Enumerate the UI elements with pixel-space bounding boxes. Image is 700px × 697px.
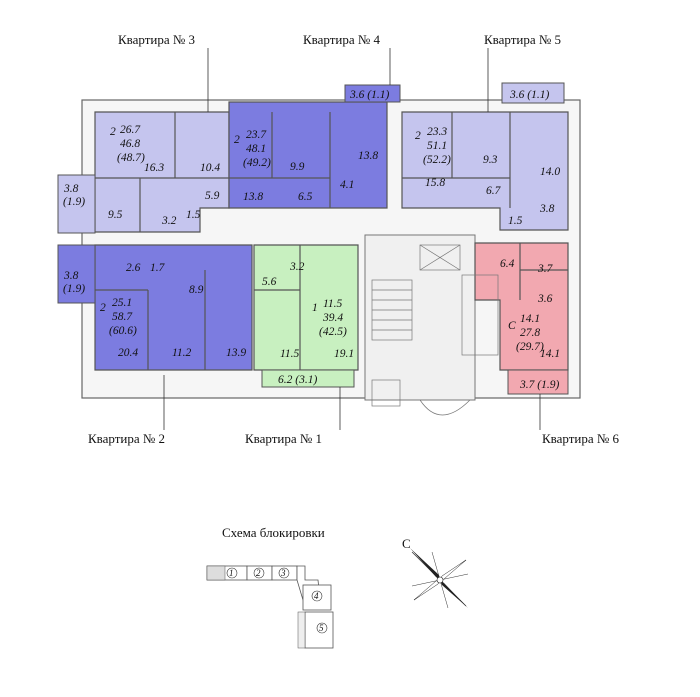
apt3-space-6: 1.5 [186, 209, 201, 221]
apt6-area-full: (29.7) [516, 341, 544, 353]
balcony-apt2 [57, 244, 96, 304]
apt2-space-6: 13.9 [226, 347, 246, 359]
apt5-title: Квартира № 5 [484, 32, 561, 47]
apt1-balcony: 6.2 (3.1) [278, 374, 317, 386]
apt1-space-1: 5.6 [262, 276, 277, 288]
apartment-4[interactable] [228, 101, 388, 209]
apt2-rooms: 2 [100, 302, 106, 314]
interior-walls [95, 112, 568, 370]
svg-text:5: 5 [319, 623, 324, 633]
svg-text:1: 1 [229, 568, 234, 578]
balcony-apt5 [501, 82, 565, 104]
apt1-space-4: 19.1 [334, 348, 354, 360]
apt5-rooms: 2 [415, 130, 421, 142]
apt1-space-2: 3.2 [289, 261, 305, 273]
apt4-space-1: 9.9 [290, 161, 305, 173]
apt5-space-3: 15.8 [425, 177, 445, 189]
apt1-rooms: 1 [312, 302, 318, 314]
balcony-apt6 [507, 369, 569, 395]
apt5-space-1: 9.3 [483, 154, 498, 166]
apartment-5[interactable] [401, 111, 569, 231]
apt6-area-total: 27.8 [520, 327, 540, 339]
apt2-title: Квартира № 2 [88, 431, 165, 446]
apt4-space-2: 13.8 [358, 150, 378, 162]
apt4-area-living: 23.7 [246, 129, 267, 141]
apt2-space-4: 20.4 [118, 347, 138, 359]
apt1-area-total: 39.4 [322, 312, 343, 324]
apt1-area-full: (42.5) [319, 326, 347, 338]
apt6-space-4: 14.1 [540, 348, 560, 360]
apt1-title: Квартира № 1 [245, 431, 322, 446]
apt1-area-living: 11.5 [323, 298, 343, 310]
apt2-space-1: 2.6 [126, 262, 141, 274]
apt4-rooms: 2 [234, 134, 240, 146]
block-scheme [206, 565, 334, 649]
apt5-space-2: 14.0 [540, 166, 560, 178]
apt5-space-6: 3.8 [539, 203, 555, 215]
apt1-space-3: 11.5 [280, 348, 300, 360]
apt6-space-3: 3.6 [537, 293, 553, 305]
compass-north-label: С [402, 536, 411, 551]
apt2-area-total: 58.7 [112, 311, 133, 323]
apt5-space-5: 1.5 [508, 215, 523, 227]
apt4-area-total: 48.1 [246, 143, 266, 155]
apt6-rooms: С [508, 320, 516, 332]
apt3-rooms: 2 [110, 126, 116, 138]
apt4-space-4: 6.5 [298, 191, 313, 203]
apt4-space-3: 13.8 [243, 191, 263, 203]
balcony-apt1 [261, 369, 355, 388]
apt3-space-3: 5.9 [205, 190, 220, 202]
apt3-title: Квартира № 3 [118, 32, 195, 47]
title-leaders [163, 48, 541, 430]
apt5-area-living: 23.3 [427, 126, 447, 138]
svg-text:3: 3 [280, 568, 286, 578]
apt3-area-living: 26.7 [120, 124, 141, 136]
apt3-space-5: 3.2 [161, 215, 177, 227]
apartment-1[interactable] [253, 244, 359, 371]
apt3-balcony-2: (1.9) [63, 196, 85, 208]
apt2-balcony-2: (1.9) [63, 283, 85, 295]
apt2-balcony-1: 3.8 [63, 270, 79, 282]
apt5-space-4: 6.7 [486, 185, 502, 197]
apartment-2[interactable] [94, 244, 253, 371]
scheme-title: Схема блокировки [222, 525, 325, 540]
apt3-area-full: (48.7) [117, 152, 145, 164]
apt2-area-full: (60.6) [109, 325, 137, 337]
apt3-space-2: 10.4 [200, 162, 220, 174]
apt4-title: Квартира № 4 [303, 32, 381, 47]
apt5-balcony: 3.6 (1.1) [509, 89, 549, 101]
apt3-space-4: 9.5 [108, 209, 123, 221]
svg-text:4: 4 [314, 591, 319, 601]
apt4-area-full: (49.2) [243, 157, 271, 169]
apt6-space-2: 3.7 [537, 263, 554, 275]
compass-rose-icon [410, 548, 469, 609]
apt6-balcony: 3.7 (1.9) [519, 379, 559, 391]
apt6-title: Квартира № 6 [542, 431, 620, 446]
apt5-area-total: 51.1 [427, 140, 447, 152]
apt2-space-5: 11.2 [172, 347, 192, 359]
block-scheme-numbers: 1 2 3 4 5 [226, 567, 328, 634]
apt3-space-1: 16.3 [144, 162, 164, 174]
apt2-space-2: 1.7 [150, 262, 166, 274]
apt6-area-living: 14.1 [520, 313, 540, 325]
svg-text:2: 2 [256, 568, 261, 578]
apt6-space-1: 6.4 [500, 258, 515, 270]
apt4-balcony: 3.6 (1.1) [349, 89, 389, 101]
balcony-apt3 [57, 174, 96, 234]
apt4-space-5: 4.1 [340, 179, 354, 191]
balcony-apt4 [344, 84, 401, 103]
apt3-balcony-1: 3.8 [63, 183, 79, 195]
apt2-area-living: 25.1 [112, 297, 132, 309]
apt3-area-total: 46.8 [120, 138, 140, 150]
staircase [371, 244, 499, 416]
apt5-area-full: (52.2) [423, 154, 451, 166]
apt2-space-3: 8.9 [189, 284, 204, 296]
